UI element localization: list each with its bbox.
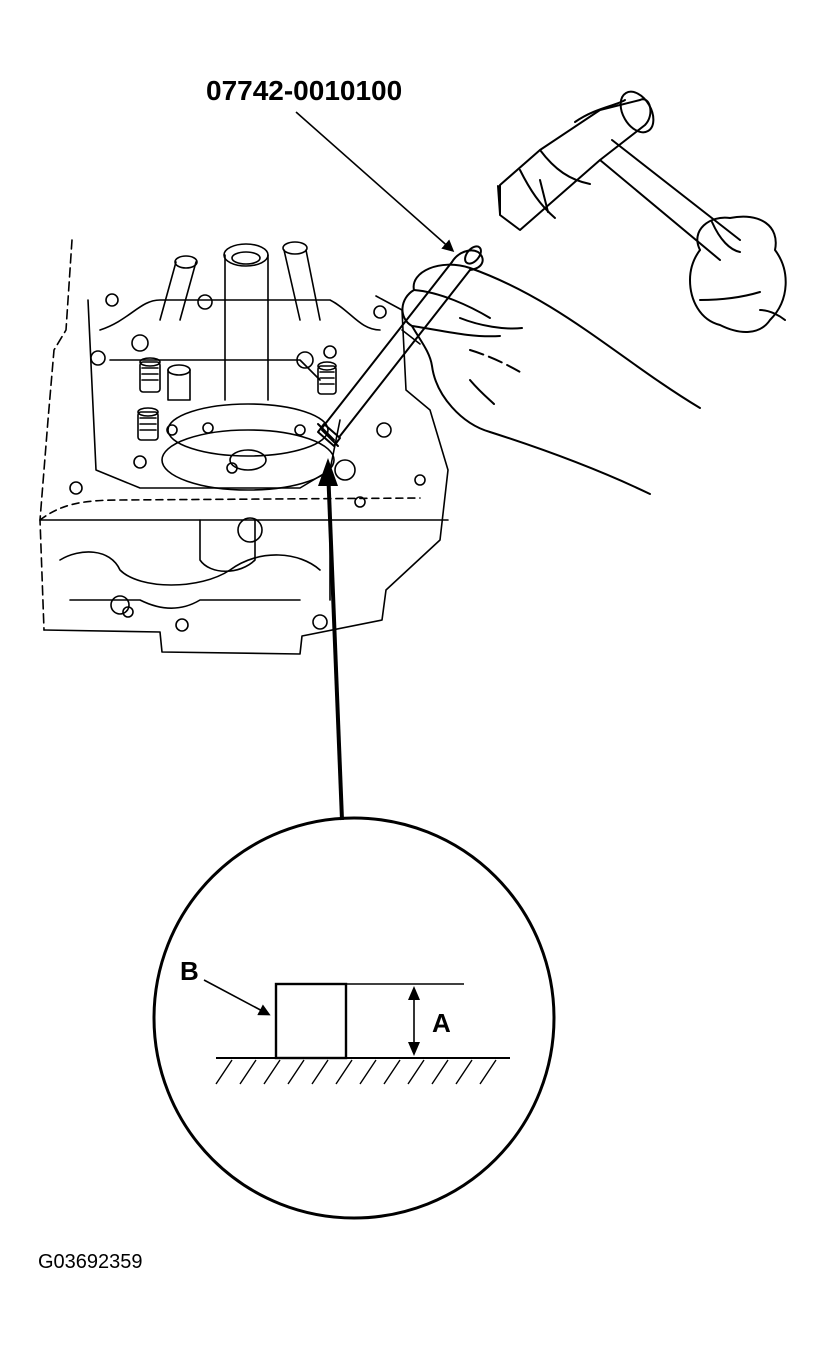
leader-b [203,979,271,1016]
hand-holding-hammer [689,215,787,333]
detail-label-a: A [432,1008,451,1038]
leader-part-number [295,111,455,252]
stud-right [317,361,337,395]
threaded-studs [137,357,337,441]
detail-callout-arrow [318,458,344,821]
detail-magnifier-circle [152,816,556,1220]
tool-part-number-label: 07742-0010100 [206,75,402,106]
stud-center [167,364,191,401]
hatched-surface [215,1059,497,1085]
dowel-pin-b [274,982,348,1060]
detail-label-b: B [180,956,199,986]
hammer [497,90,741,261]
stud-lower-left [137,407,159,441]
figure-code-label: G03692359 [38,1251,143,1273]
stud-upper-left [139,357,161,393]
hand-holding-tool [401,263,701,495]
dimension-a [346,983,464,1056]
valve-body-housing [39,239,449,655]
